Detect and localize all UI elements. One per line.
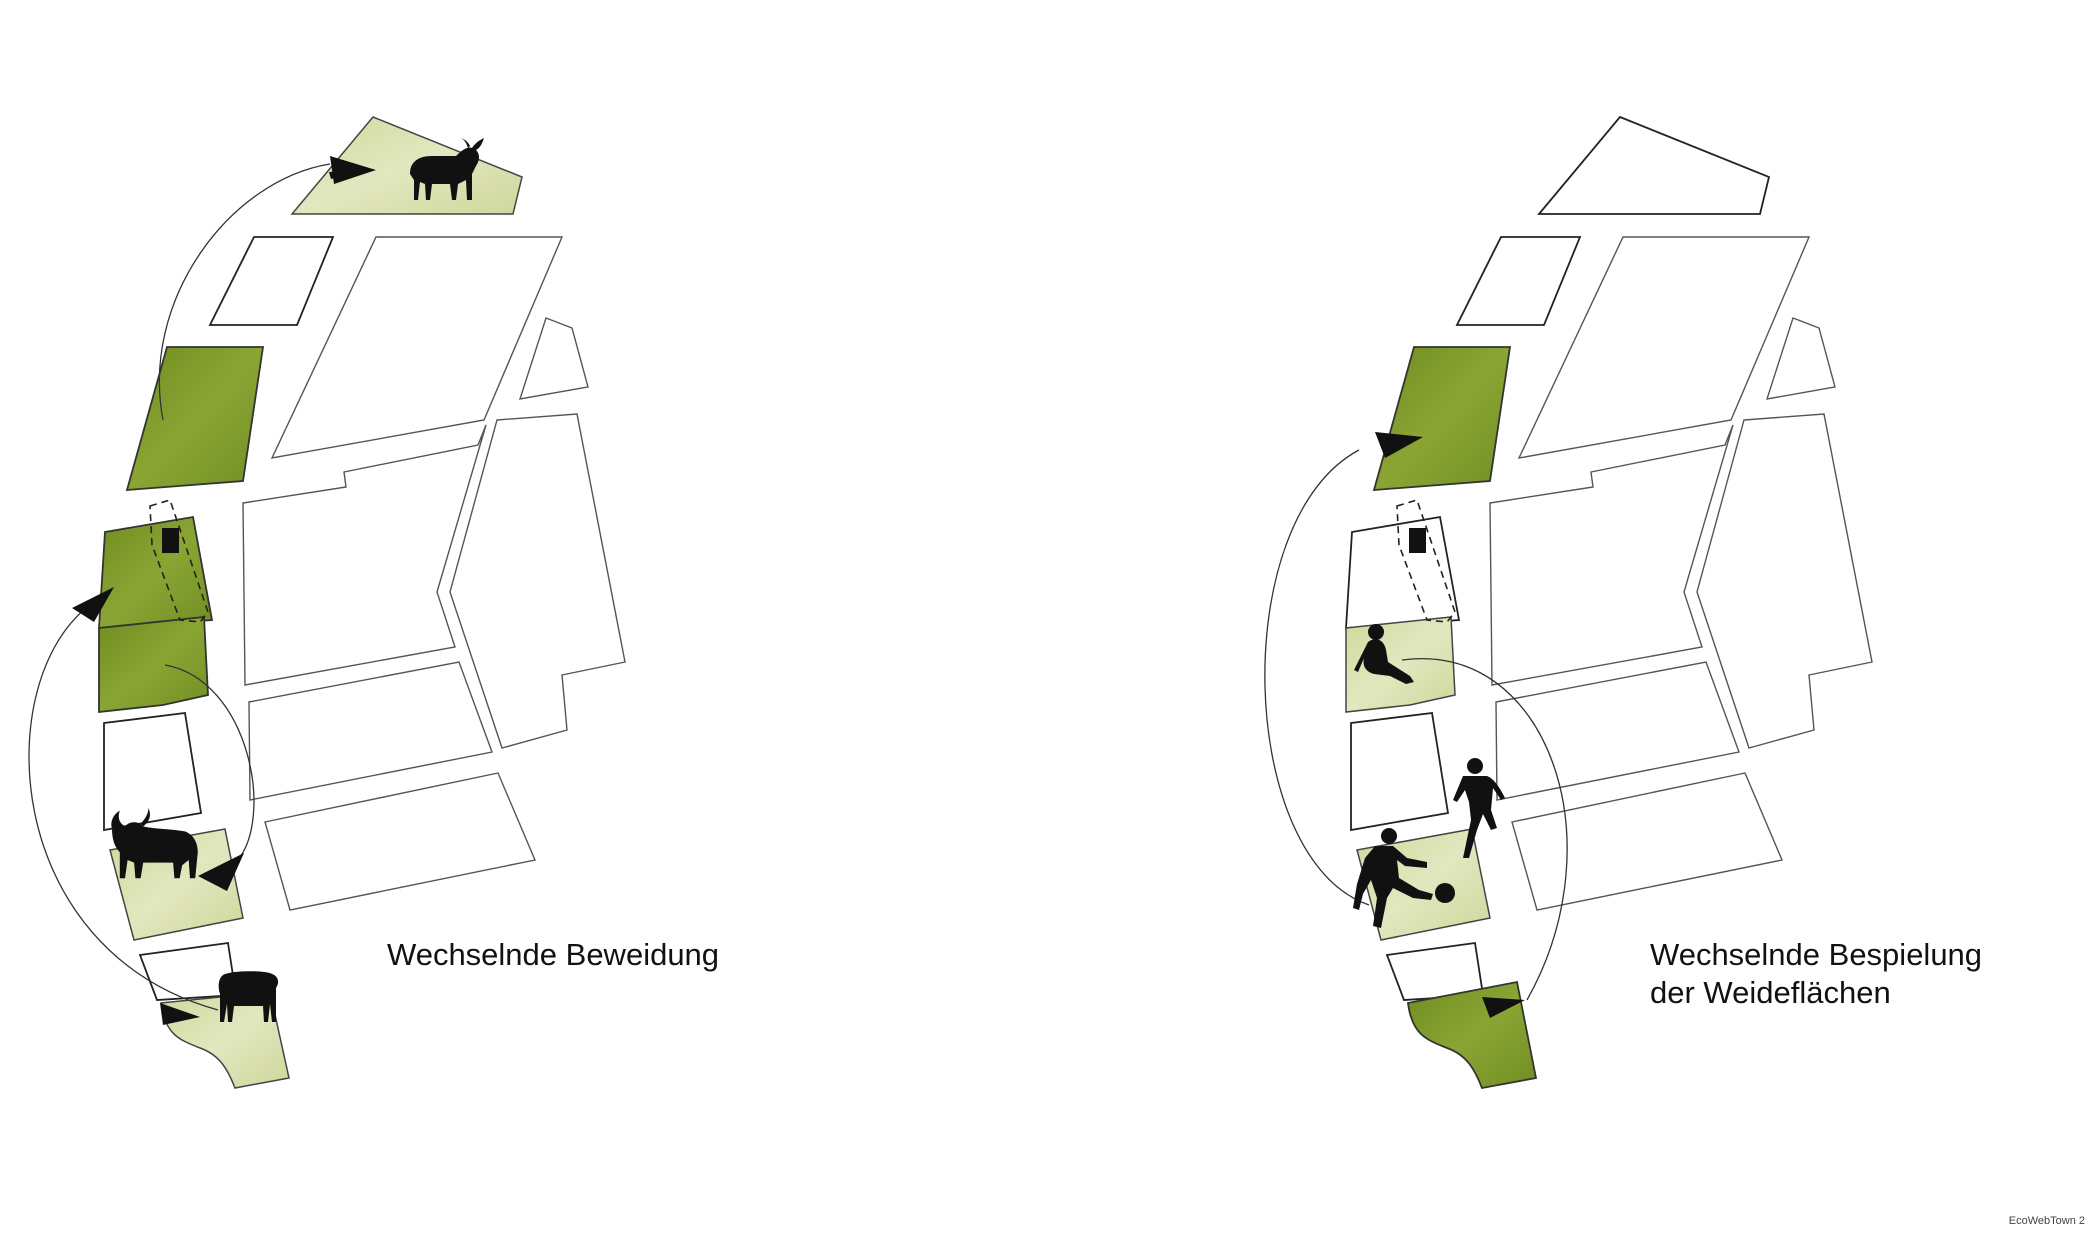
- block-tall: [449, 413, 626, 749]
- rotation-arc-top: [158, 163, 331, 421]
- block-low-2: [1511, 772, 1783, 911]
- cow-icon: [218, 971, 279, 1022]
- football-player-icon: [1453, 758, 1505, 858]
- arrow-head: [1375, 432, 1423, 458]
- arrow-head: [198, 853, 244, 891]
- plot-white-2: [103, 712, 203, 832]
- pasture-dark-1: [125, 346, 265, 491]
- block-large-1: [270, 236, 564, 459]
- block-narrow: [518, 317, 589, 400]
- block-low-1: [248, 661, 493, 801]
- rotation-arc-lower-right: [164, 664, 255, 863]
- rotation-arc-lower-left: [28, 604, 219, 1011]
- block-low-2: [264, 772, 536, 911]
- plot-white-3: [1350, 712, 1450, 832]
- caption-right-line2: der Weideflächen: [1650, 975, 1891, 1010]
- building-outline-dashed: [149, 499, 209, 623]
- plot-white-2: [1345, 515, 1461, 629]
- block-large-2: [242, 424, 487, 686]
- building: [1409, 528, 1426, 553]
- block-tall: [1696, 413, 1873, 749]
- block-narrow: [1765, 317, 1836, 400]
- plot-white-top: [1537, 115, 1771, 215]
- field-light-1: [1345, 616, 1456, 713]
- caption-left: Wechselnde Beweidung: [387, 937, 720, 972]
- building: [162, 528, 179, 553]
- arrow-head: [1482, 997, 1525, 1018]
- plot-white-1: [1455, 236, 1582, 326]
- arrow-head: [72, 587, 114, 622]
- ball-icon: [1435, 883, 1455, 903]
- play-arc-right: [1401, 657, 1568, 1001]
- bull-icon: [410, 138, 484, 200]
- building-outline-dashed: [1396, 499, 1456, 623]
- plot-white-1: [208, 236, 335, 326]
- credit-text: EcoWebTown 2: [2008, 1215, 2085, 1227]
- block-large-2: [1489, 424, 1734, 686]
- caption-right-line1: Wechselnde Bespielung: [1650, 937, 1983, 972]
- pasture-dark-3: [98, 616, 209, 714]
- arrow-head: [160, 1003, 200, 1025]
- football-player-icon: [1353, 828, 1433, 928]
- left-map: [28, 116, 626, 1089]
- right-map: [1264, 115, 1873, 1090]
- pasture-top: [290, 116, 523, 215]
- arrow-head: [330, 156, 376, 184]
- block-low-1: [1495, 661, 1740, 801]
- block-large-1: [1517, 236, 1811, 459]
- play-arc-left: [1264, 449, 1370, 906]
- bull-icon: [111, 808, 198, 879]
- field-dark-1: [1372, 346, 1512, 491]
- caption-right: Wechselnde Bespielung der Weideflächen: [1650, 936, 1982, 1012]
- sitting-person-icon: [1354, 624, 1414, 684]
